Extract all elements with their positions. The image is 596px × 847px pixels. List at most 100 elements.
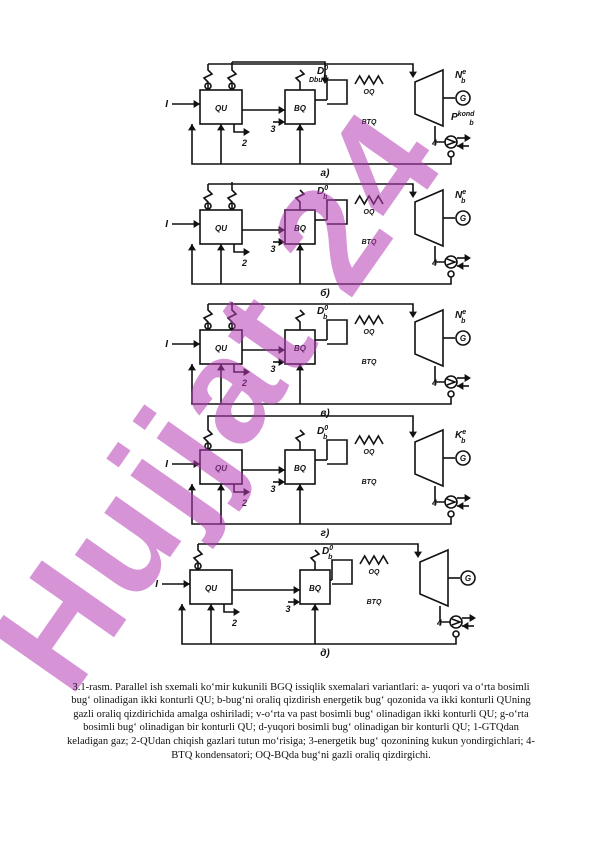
turbine-condenser-line: [434, 246, 445, 263]
exhaust-arrow: [243, 128, 250, 136]
qu-bq-arrow: [293, 586, 300, 594]
label-3: 3: [270, 484, 275, 494]
steam-header: [207, 415, 414, 434]
pump-circle: [447, 390, 455, 398]
bq-riser: [294, 189, 306, 210]
pump-circle: [452, 630, 460, 638]
scheme-sublabel: в): [320, 408, 330, 419]
db-label-sup: 0: [324, 185, 328, 192]
label-2: 2: [241, 258, 247, 268]
turbine-condenser-line: [434, 126, 445, 143]
label-2: 2: [241, 378, 247, 388]
reheat-loop: [326, 439, 348, 465]
exhaust-line: [233, 124, 248, 133]
cooling-in-arrow: [464, 374, 471, 382]
steam-arrow: [414, 551, 422, 558]
qu-riser-1: [192, 544, 204, 570]
qu-label: QU: [215, 344, 227, 353]
burner-arrow: [278, 478, 285, 486]
dbu-line: [232, 61, 326, 80]
reheat-loop: [326, 319, 348, 345]
bq-label: BQ: [309, 584, 322, 593]
btq-label: BTQ: [362, 239, 377, 246]
qu-bq-arrow: [278, 226, 285, 234]
bq-riser: [294, 69, 306, 90]
turbine: [414, 68, 444, 128]
input-label: I: [165, 459, 168, 470]
exhaust-arrow: [243, 368, 250, 376]
steam-arrow: [409, 431, 417, 438]
db-label-sup: 0: [329, 545, 333, 552]
scheme-sublabel: б): [320, 287, 330, 299]
db-label-sub: b: [323, 194, 328, 201]
exhaust-line: [223, 604, 238, 613]
burner-arrow: [278, 358, 285, 366]
label-2: 2: [241, 498, 247, 508]
cooling-in-arrow: [464, 254, 471, 262]
power-label-sub: b: [461, 198, 466, 205]
label-2: 2: [231, 618, 237, 628]
feedwater-arrow-qu: [217, 364, 225, 371]
input-label: I: [165, 339, 168, 350]
label-4: 4: [431, 378, 437, 388]
feedwater-arrow-qu: [217, 244, 225, 251]
input-label: I: [155, 579, 158, 590]
input-label: I: [165, 99, 168, 110]
input-arrow: [183, 580, 190, 588]
label-4: 4: [431, 258, 437, 268]
generator-circle: [455, 210, 471, 226]
power-label-sub: b: [461, 78, 466, 85]
generator-label: G: [460, 454, 466, 463]
bq-label: BQ: [294, 104, 307, 113]
db-label-sup: 0: [324, 305, 328, 312]
db-label-sub: b: [323, 434, 328, 441]
qu-label: QU: [215, 104, 227, 113]
qu-riser-1: [202, 424, 214, 450]
label-3: 3: [270, 244, 275, 254]
feedwater-arrow-bq: [296, 364, 304, 371]
label-3: 3: [270, 364, 275, 374]
qu-riser-1: [202, 184, 214, 210]
bq-riser: [309, 549, 321, 570]
power-label-sub: b: [461, 318, 466, 325]
qu-riser-2: [226, 182, 238, 210]
feedwater-line: [191, 364, 452, 405]
feedwater-arrow: [188, 124, 196, 131]
btq-label: BTQ: [362, 359, 377, 366]
feedwater-arrow-bq: [311, 604, 319, 611]
label-4: 4: [436, 618, 442, 628]
steam-header: [208, 303, 414, 314]
condenser-coil: [446, 258, 458, 266]
pump-circle: [447, 510, 455, 518]
cooling-in-arrow: [464, 134, 471, 142]
power-label-sup: e: [462, 189, 466, 196]
burner-arrow: [278, 238, 285, 246]
feedwater-arrow: [188, 484, 196, 491]
oq-coil: [354, 74, 384, 86]
label-2: 2: [241, 138, 247, 148]
label-4: 4: [431, 498, 437, 508]
bq-label: BQ: [294, 224, 307, 233]
burner-arrow: [293, 598, 300, 606]
reheat-loop: [326, 199, 348, 225]
turbine: [414, 308, 444, 368]
cooling-out-arrow: [457, 502, 464, 510]
power-label-sup: e: [462, 309, 466, 316]
steam-arrow: [409, 71, 417, 78]
scheme-sublabel: г): [321, 528, 330, 539]
dbu-arrow: [321, 77, 329, 84]
pump-circle: [447, 270, 455, 278]
pbkond-label-sub: b: [469, 120, 474, 127]
reheat-loop: [326, 79, 348, 105]
cooling-in-arrow: [469, 614, 476, 622]
turbine: [419, 548, 449, 608]
